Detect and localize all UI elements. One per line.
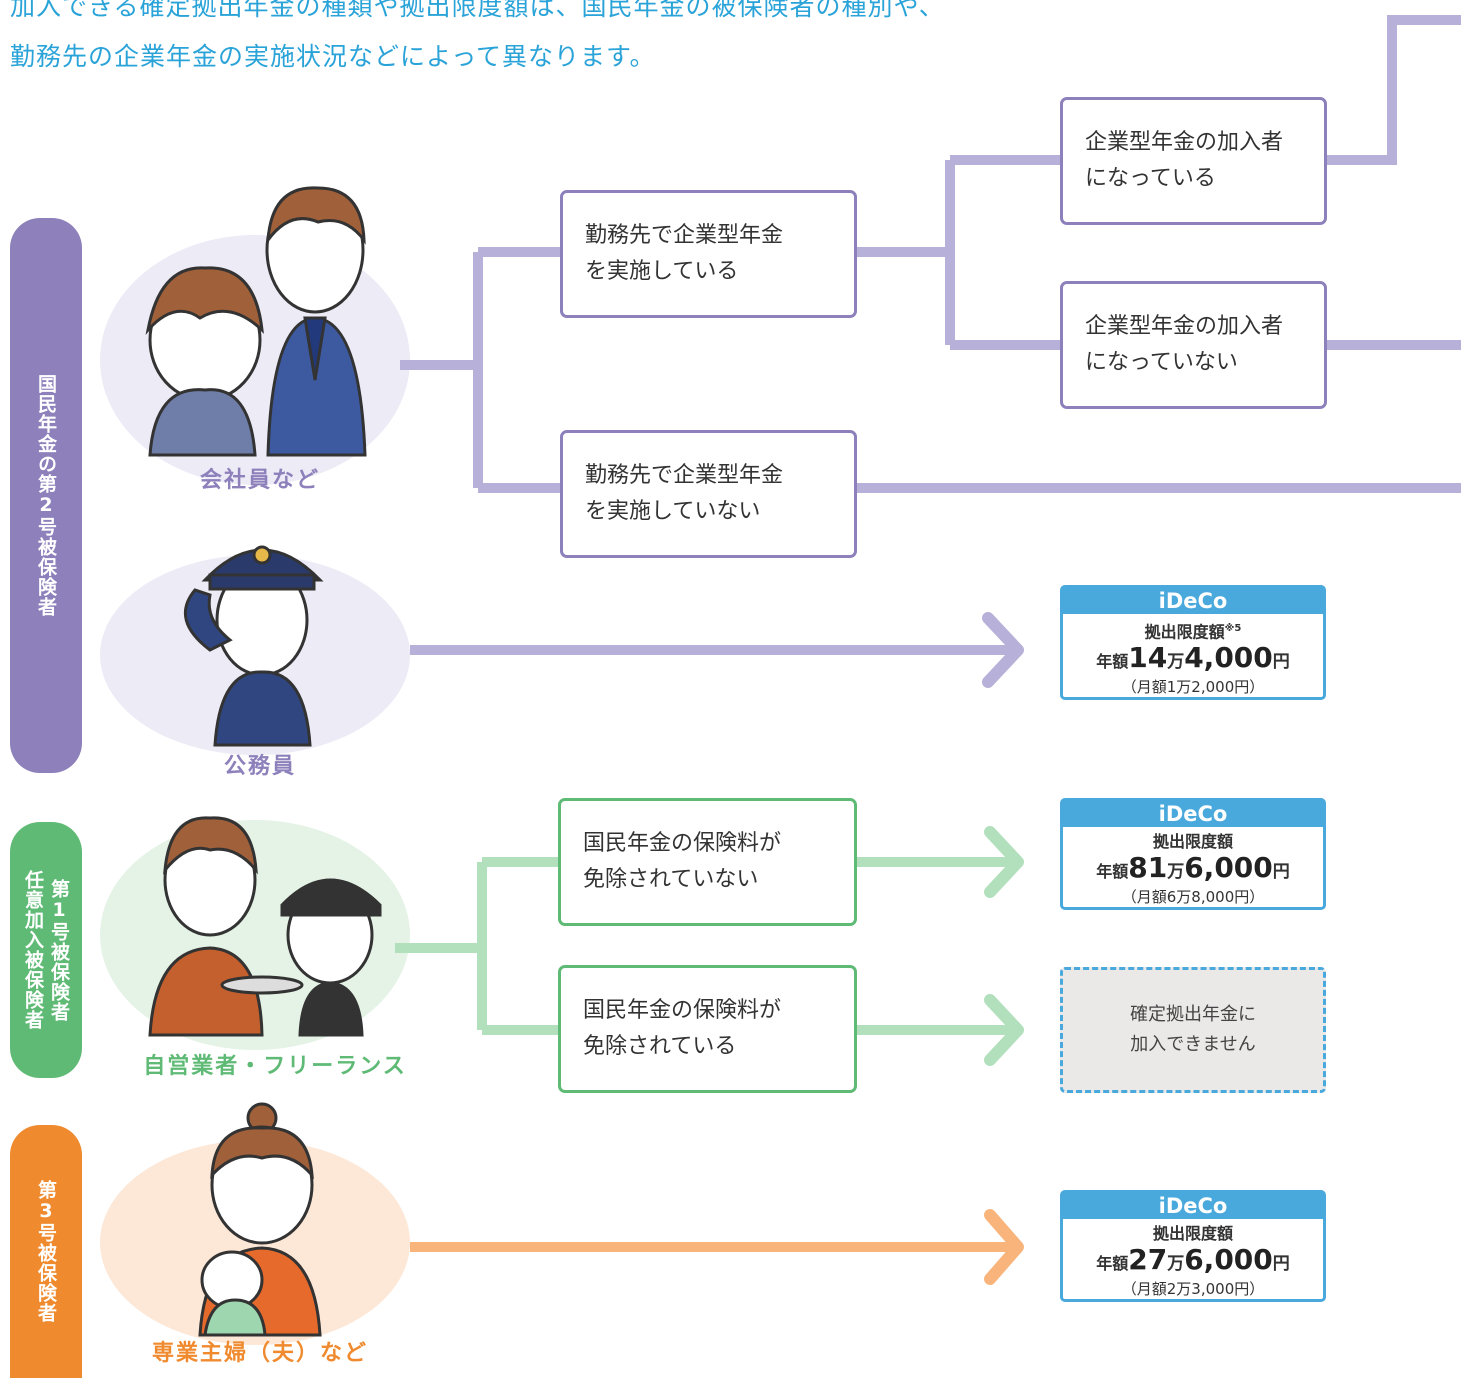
ideco-header: iDeCo: [1063, 801, 1323, 827]
limit-label: 拠出限度額※5: [1144, 622, 1242, 642]
footnote-mark: ※5: [1224, 623, 1242, 634]
limit-label: 拠出限度額: [1152, 832, 1233, 851]
condition-has-pension: 勤務先で企業型年金 を実施している: [560, 190, 857, 318]
monthly-amount: （月額6万8,000円）: [1121, 888, 1265, 906]
self-illustration: [148, 816, 382, 1037]
tab-third-insured: 第3号被保険者: [10, 1125, 82, 1378]
exempt-arrowhead: [984, 994, 1024, 1066]
caption-civil-servant: 公務員: [223, 754, 296, 779]
annual-amount: 年額81万6,000円: [1096, 851, 1290, 884]
caption-employee: 会社員など: [199, 468, 320, 493]
caption-self-employed: 自営業者・フリーランス: [143, 1054, 407, 1079]
condition-line: 免除されていない: [583, 867, 759, 892]
tab-voluntary-insured-label: 任意加入被保険者: [22, 870, 44, 1030]
tab-second-insured: 国民年金の第2号被保険者: [10, 218, 82, 773]
result-exempt-not-eligible: 確定拠出年金に 加入できません: [1060, 967, 1326, 1093]
condition-line: 国民年金の保険料が: [583, 831, 782, 856]
not-eligible-line: 加入できません: [1130, 1034, 1256, 1055]
condition-member: 企業型年金の加入者 になっている: [1060, 97, 1327, 225]
homemaker-arrowhead: [984, 1209, 1024, 1285]
not-eligible-line: 確定拠出年金に: [1130, 1004, 1256, 1025]
intro-line-1: 加入できる確定拠出年金の種類や拠出限度額は、国民年金の被保険者の種別や、: [10, 0, 945, 21]
caption-homemaker: 専業主婦（夫）など: [151, 1341, 368, 1366]
tab-first-insured: 第1号被保険者 任意加入被保険者: [10, 822, 82, 1078]
condition-line: 勤務先で企業型年金: [585, 463, 784, 488]
monthly-amount: （月額2万3,000円）: [1121, 1280, 1265, 1298]
ideco-header: iDeCo: [1063, 1193, 1323, 1219]
intro-text: 加入できる確定拠出年金の種類や拠出限度額は、国民年金の被保険者の種別や、 勤務先…: [10, 0, 1310, 82]
condition-line: 勤務先で企業型年金: [585, 223, 784, 248]
condition-exempt: 国民年金の保険料が 免除されている: [558, 965, 857, 1093]
tab-second-insured-label: 国民年金の第2号被保険者: [35, 374, 57, 617]
not-exempt-arrowhead: [984, 826, 1024, 898]
result-homemaker-ideco: iDeCo 拠出限度額 年額27万6,000円 （月額2万3,000円）: [1060, 1190, 1326, 1302]
condition-not-exempt: 国民年金の保険料が 免除されていない: [558, 798, 857, 926]
homemaker-illustration: [198, 1102, 322, 1337]
civil-illustration: [184, 545, 324, 747]
tab-third-insured-label: 第3号被保険者: [35, 1180, 57, 1323]
condition-line: 企業型年金の加入者: [1085, 314, 1284, 339]
condition-line: 企業型年金の加入者: [1085, 130, 1284, 155]
tab-first-insured-label: 第1号被保険者: [48, 878, 70, 1022]
annual-amount: 年額27万6,000円: [1096, 1243, 1290, 1276]
condition-line: を実施していない: [585, 499, 761, 524]
condition-line: 免除されている: [583, 1034, 737, 1059]
intro-line-2: 勤務先の企業年金の実施状況などによって異なります。: [10, 42, 656, 71]
ideco-header: iDeCo: [1063, 588, 1323, 614]
civil-arrowhead: [982, 612, 1024, 688]
employee-illustration: [145, 186, 367, 457]
condition-non-member: 企業型年金の加入者 になっていない: [1060, 281, 1327, 409]
condition-line: を実施している: [585, 259, 739, 284]
condition-no-pension: 勤務先で企業型年金 を実施していない: [560, 430, 857, 558]
condition-line: になっている: [1085, 166, 1216, 191]
condition-line: 国民年金の保険料が: [583, 998, 782, 1023]
result-self-ideco: iDeCo 拠出限度額 年額81万6,000円 （月額6万8,000円）: [1060, 798, 1326, 910]
annual-amount: 年額14万4,000円: [1096, 641, 1290, 675]
member-out-line: [1325, 15, 1461, 165]
result-civil-ideco: iDeCo 拠出限度額※5 年額14万4,000円 （月額1万2,000円）: [1060, 585, 1326, 701]
monthly-amount: （月額1万2,000円）: [1121, 678, 1265, 697]
limit-label: 拠出限度額: [1152, 1224, 1233, 1243]
condition-line: になっていない: [1085, 350, 1238, 375]
